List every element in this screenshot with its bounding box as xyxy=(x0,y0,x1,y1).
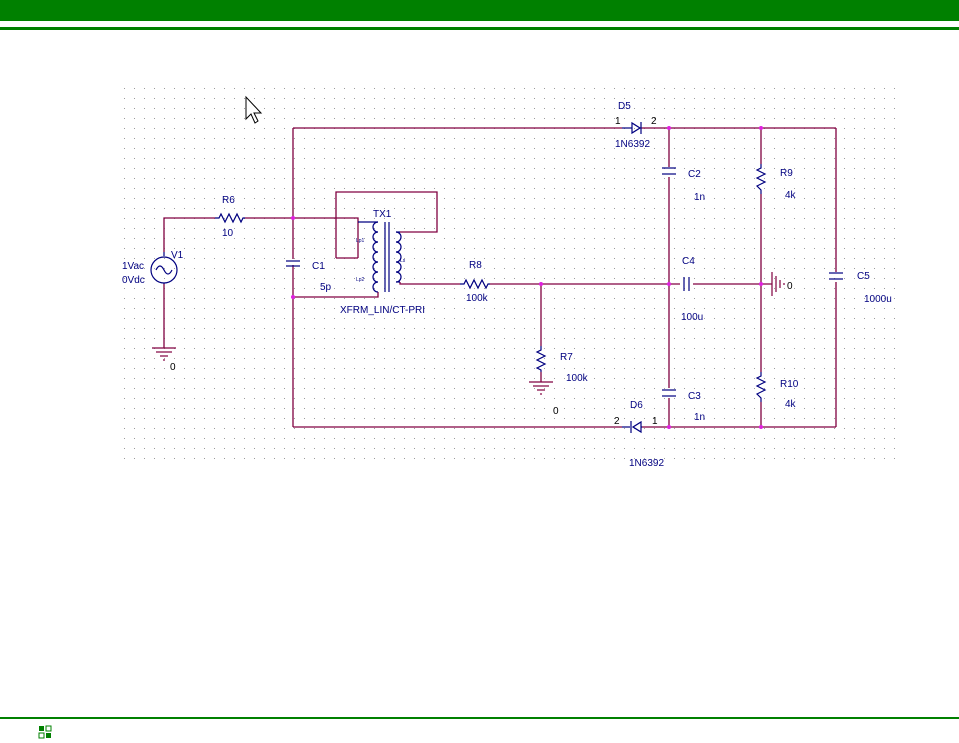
ground-v1-label: 0 xyxy=(170,362,176,373)
diode-d6[interactable]: D6 2 1 1N6392 xyxy=(614,400,664,469)
wires xyxy=(163,127,837,428)
c2-value: 1n xyxy=(694,192,705,203)
ground-c4: 0 xyxy=(770,272,793,296)
bottom-divider xyxy=(0,717,959,719)
tx1-lp1: Lp1 xyxy=(356,238,365,244)
title-bar xyxy=(0,0,959,21)
d5-model: 1N6392 xyxy=(615,139,650,150)
c3-ref: C3 xyxy=(688,391,701,402)
r7-ref: R7 xyxy=(560,352,573,363)
d5-ref: D5 xyxy=(618,101,631,112)
c4-ref: C4 xyxy=(682,256,695,267)
ground-r7: 0 xyxy=(529,381,559,417)
d5-pin1: 1 xyxy=(615,116,621,127)
resistor-r6[interactable]: R6 10 xyxy=(215,195,245,239)
c3-value: 1n xyxy=(694,412,705,423)
tx1-lp2: Lp2 xyxy=(356,277,365,283)
resistor-r10[interactable]: R10 4k xyxy=(755,372,799,410)
voltage-source-v1[interactable]: V1 1Vac 0Vdc xyxy=(122,250,184,286)
resistor-r7[interactable]: R7 100k xyxy=(535,346,589,384)
tx1-ref: TX1 xyxy=(373,209,392,220)
c4-value: 100u xyxy=(681,312,703,323)
c1-ref: C1 xyxy=(312,261,325,272)
r8-value: 100k xyxy=(466,293,489,304)
capacitor-c2[interactable]: C2 1n xyxy=(662,167,705,203)
r6-value: 10 xyxy=(222,228,234,239)
d6-ref: D6 xyxy=(630,400,643,411)
capacitor-c3[interactable]: C3 1n xyxy=(662,389,705,423)
arrow-pointer-icon xyxy=(245,95,263,124)
c1-value: 5p xyxy=(320,282,332,293)
r7-value: 100k xyxy=(566,373,589,384)
grid-area xyxy=(122,86,902,468)
d6-pin2: 2 xyxy=(614,416,620,427)
r9-ref: R9 xyxy=(780,168,793,179)
d5-pin2: 2 xyxy=(651,116,657,127)
capacitor-c1[interactable]: C1 5p xyxy=(286,259,332,293)
c5-value: 1000u xyxy=(864,294,892,305)
top-divider xyxy=(0,27,959,30)
resistor-r9[interactable]: R9 4k xyxy=(755,164,797,201)
r10-value: 4k xyxy=(785,399,797,410)
resistor-r8[interactable]: R8 100k xyxy=(460,260,490,304)
r10-ref: R10 xyxy=(780,379,799,390)
ground-r7-label: 0 xyxy=(553,406,559,417)
v1-ac-value: 1Vac xyxy=(122,261,144,272)
v1-dc-value: 0Vdc xyxy=(122,275,145,286)
transformer-tx1[interactable]: TX1 Lp1 Lp2 Ls XFRM_LIN/CT-PRI xyxy=(340,209,425,316)
c5-ref: C5 xyxy=(857,271,870,282)
r6-ref: R6 xyxy=(222,195,235,206)
diode-d5[interactable]: D5 1 2 1N6392 xyxy=(615,101,657,150)
c2-ref: C2 xyxy=(688,169,701,180)
ground-c4-label: 0 xyxy=(787,281,793,292)
r8-ref: R8 xyxy=(469,260,482,271)
ground-v1: 0 xyxy=(152,347,176,373)
tx1-ls: Ls xyxy=(400,258,406,264)
capacitor-c5[interactable]: C5 1000u xyxy=(829,271,892,305)
r9-value: 4k xyxy=(785,190,797,201)
v1-ref: V1 xyxy=(171,250,184,261)
d6-model: 1N6392 xyxy=(629,458,664,469)
schematic-page-icon[interactable] xyxy=(38,725,52,739)
junction-dots xyxy=(291,126,763,429)
tx1-model: XFRM_LIN/CT-PRI xyxy=(340,305,425,316)
capacitor-c4[interactable]: C4 100u xyxy=(681,256,703,323)
d6-pin1: 1 xyxy=(652,416,658,427)
